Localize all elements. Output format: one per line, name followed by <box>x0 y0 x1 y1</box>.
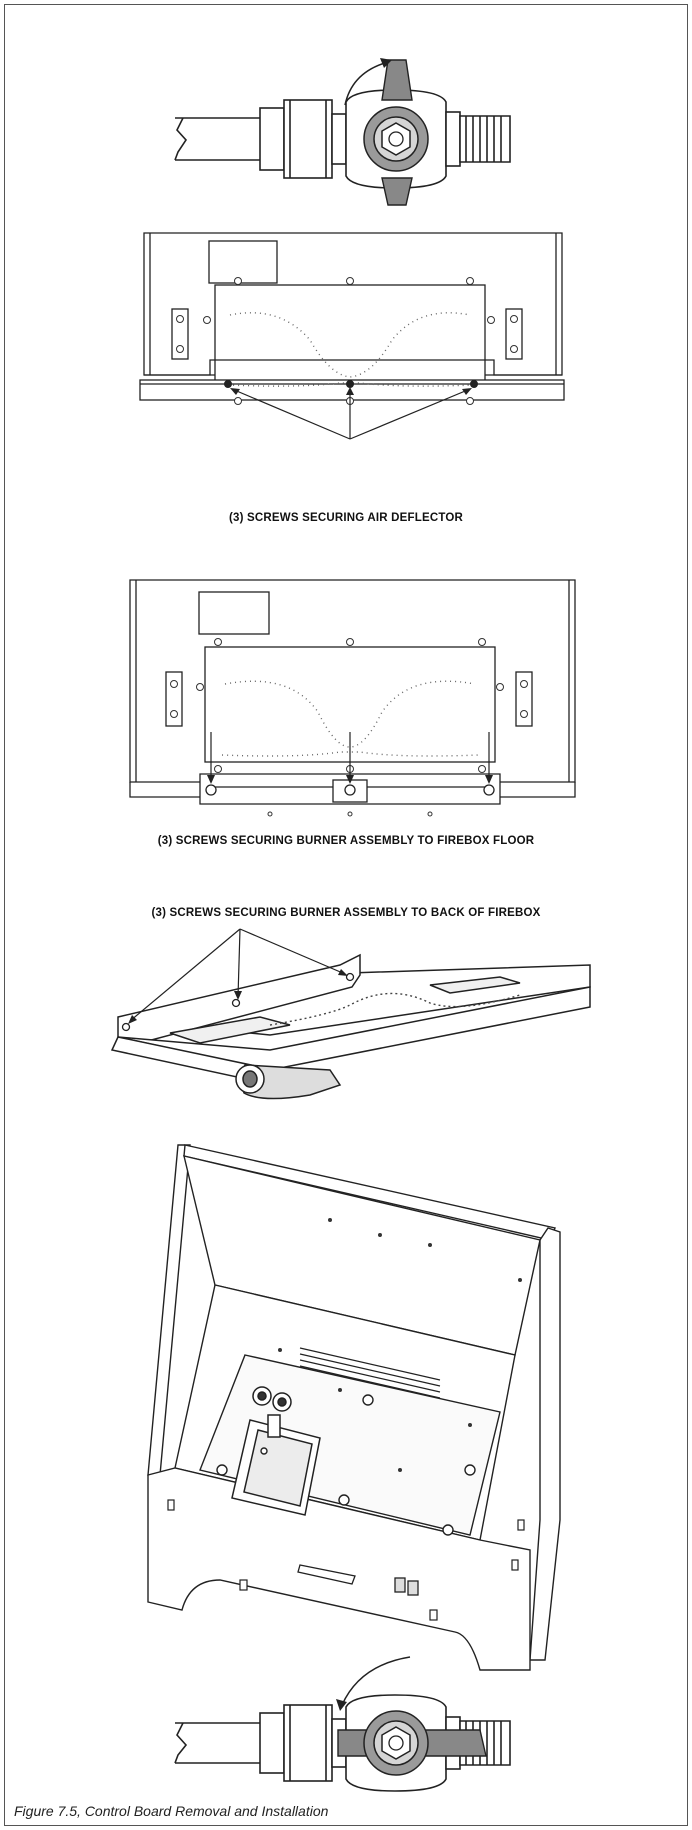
gas-valve-top-diagram <box>174 58 511 206</box>
firebox-diagram <box>147 1144 561 1671</box>
back-screw-right <box>345 972 355 982</box>
rotate-arrow-icon <box>344 61 389 106</box>
page-frame <box>4 4 688 1826</box>
deflector-screw-center <box>346 380 354 388</box>
burner-back-caption: (3) SCREWS SECURING BURNER ASSEMBLY TO B… <box>151 907 541 919</box>
floor-screw-left <box>205 784 217 796</box>
deflector-screw-right <box>470 380 478 388</box>
burner-assembly-diagram <box>110 928 591 1100</box>
figure-caption: Figure 7.5, Control Board Removal and In… <box>14 1803 329 1819</box>
rotate-arrow-icon <box>341 1656 411 1706</box>
air-deflector-caption: (3) SCREWS SECURING AIR DEFLECTOR <box>228 512 464 524</box>
burner-floor-caption: (3) SCREWS SECURING BURNER ASSEMBLY TO F… <box>157 835 535 847</box>
deflector-screw-left <box>224 380 232 388</box>
back-screw-center <box>231 998 241 1008</box>
floor-screw-center <box>344 784 356 796</box>
burner-floor-diagram <box>129 579 576 817</box>
gas-valve-bottom-diagram <box>174 1656 511 1792</box>
air-deflector-diagram <box>139 232 565 440</box>
floor-screw-right <box>483 784 495 796</box>
back-screw-left <box>121 1022 131 1032</box>
valve-handle <box>381 59 413 101</box>
